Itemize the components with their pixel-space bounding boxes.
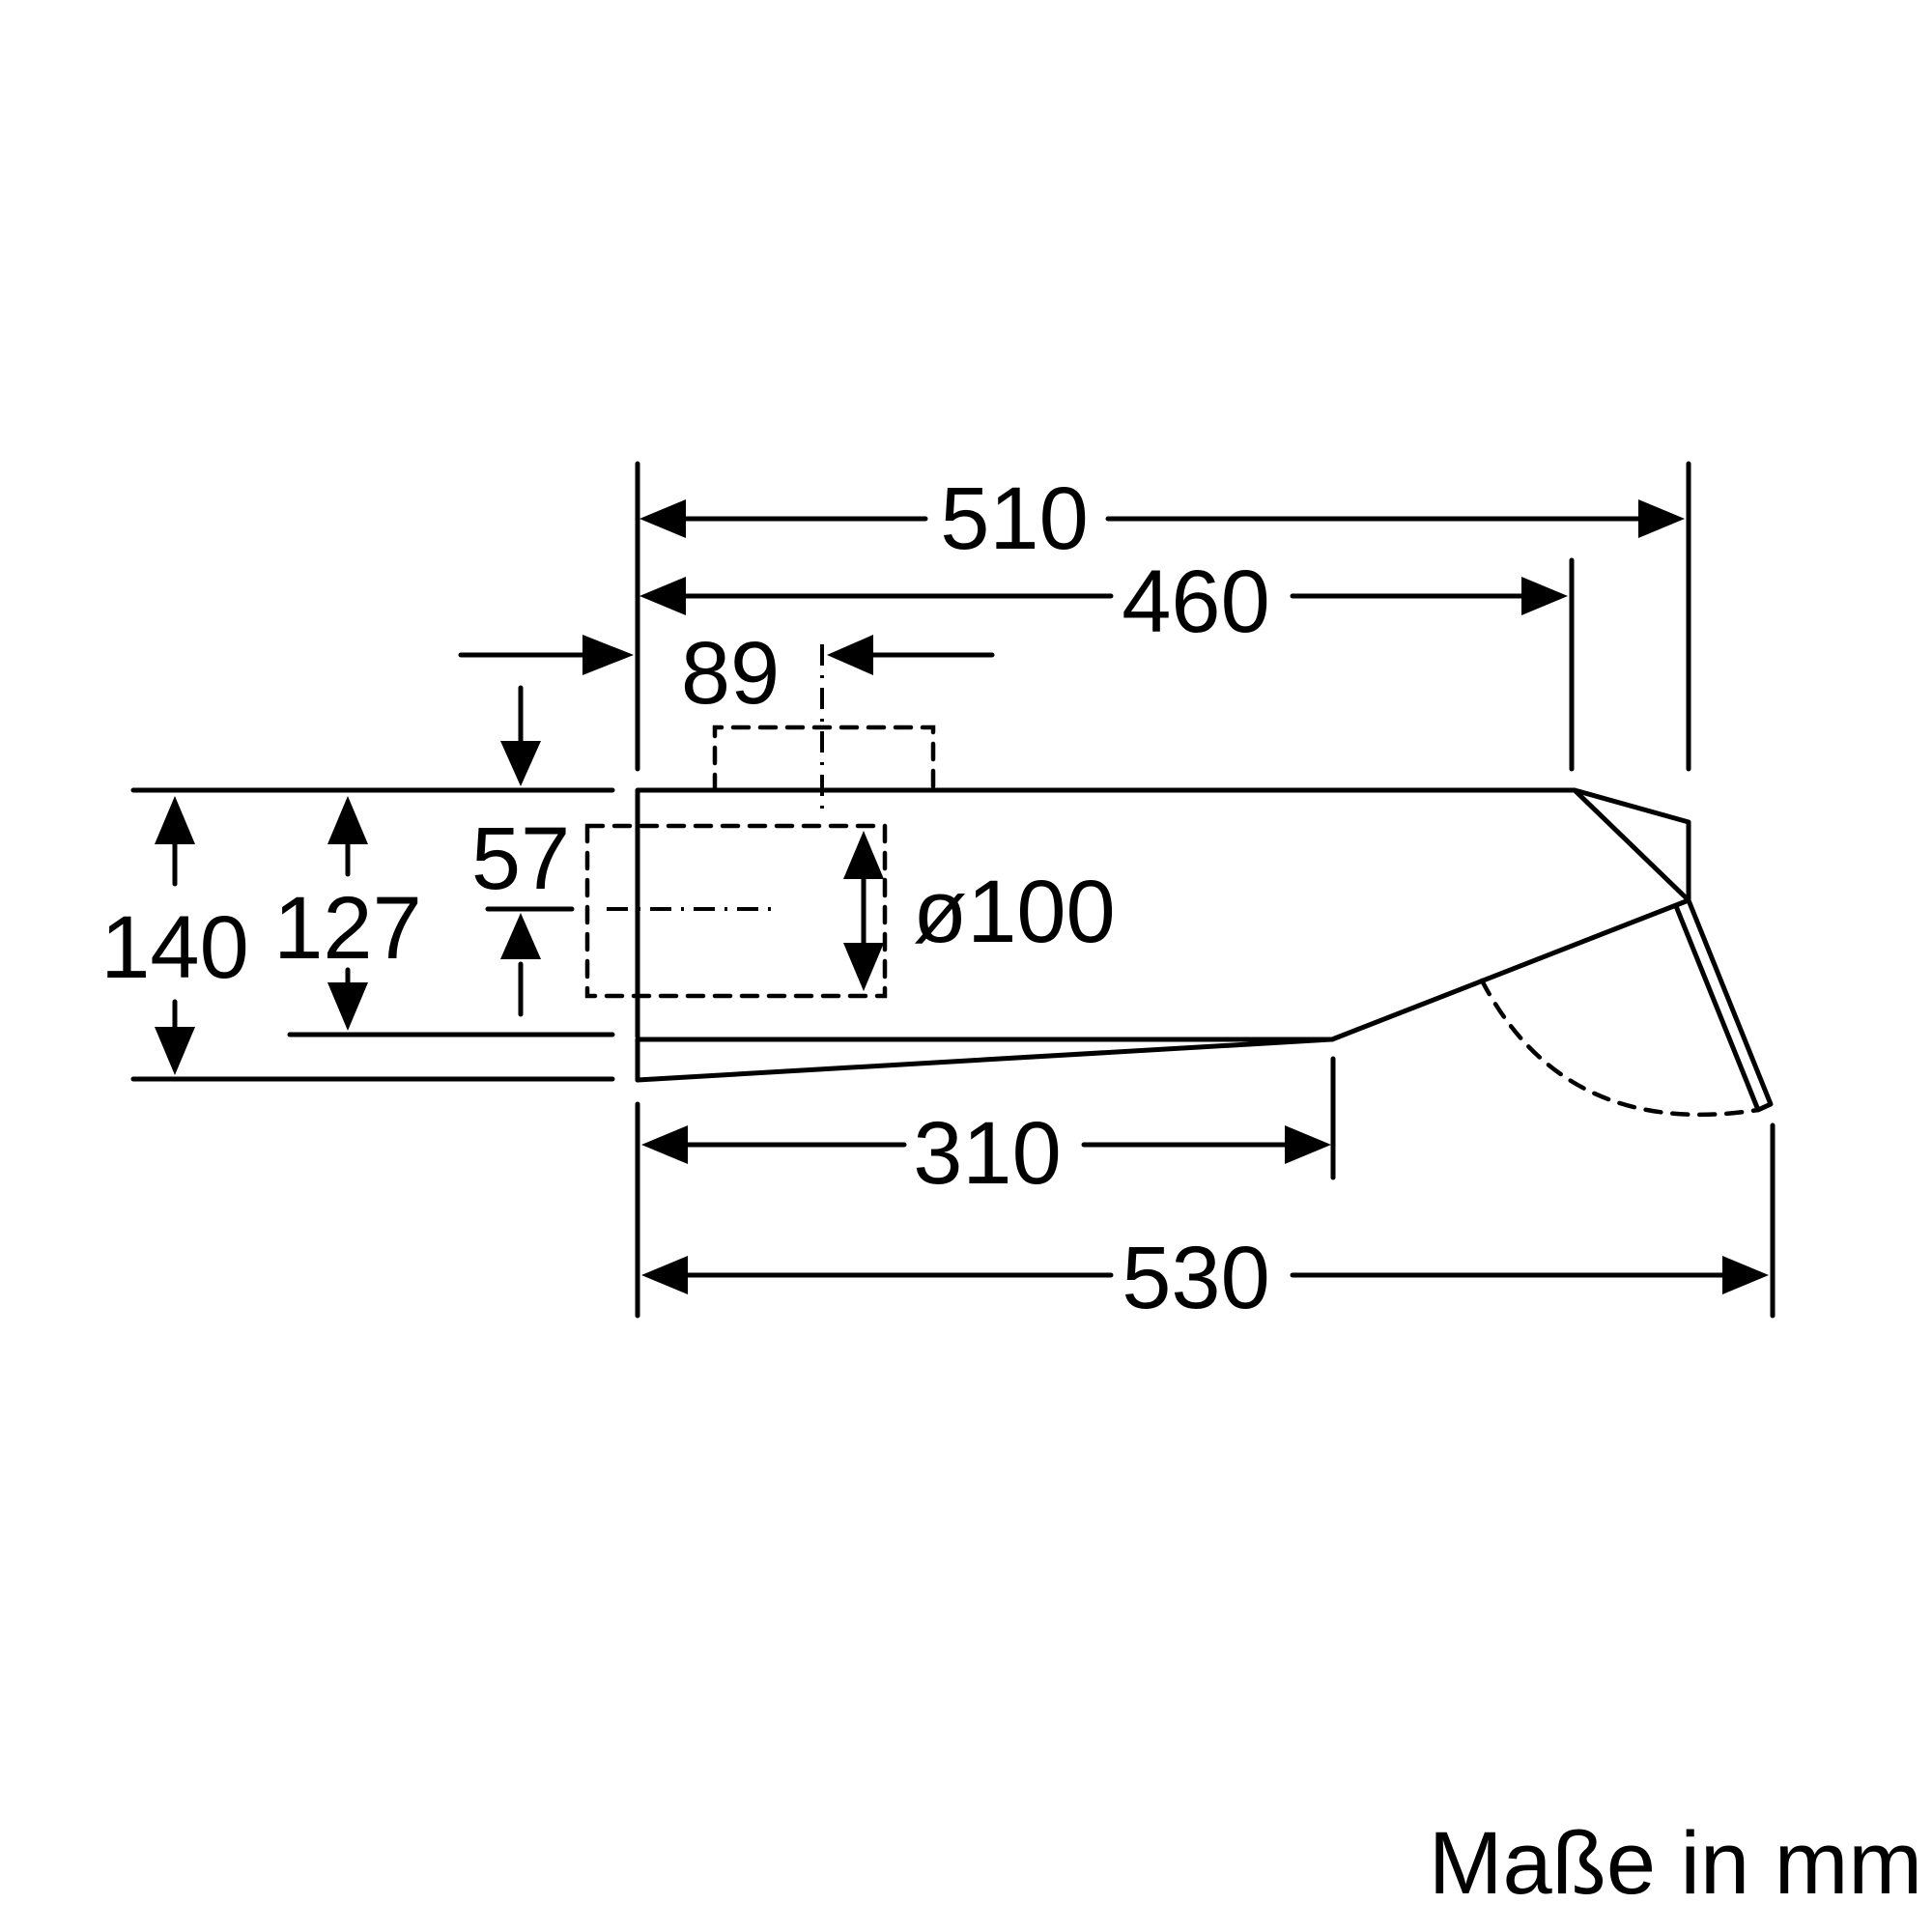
dimension-460-label: 460	[1122, 553, 1270, 651]
dimension-57: 57	[471, 685, 570, 1017]
hood-outline	[635, 787, 1774, 1118]
dimension-140: 140	[100, 796, 249, 1075]
dimension-diameter-100-label: ø100	[913, 863, 1116, 961]
dimension-diameter-100: ø100	[843, 831, 1116, 991]
dimension-310-label: 310	[913, 1104, 1062, 1203]
dimension-510-label: 510	[940, 469, 1089, 568]
dimension-530-label: 530	[1122, 1229, 1270, 1327]
dimension-127: 127	[273, 796, 422, 1031]
dimension-89-label: 89	[681, 624, 780, 723]
extension-lines	[130, 461, 1776, 1319]
exhaust-spigot	[584, 644, 936, 999]
units-label: Maße in mm	[1429, 1814, 1922, 1913]
dimension-530: 530	[641, 1229, 1769, 1327]
dimension-140-label: 140	[100, 898, 249, 997]
dimension-310: 310	[641, 1104, 1331, 1203]
dimension-460: 460	[639, 553, 1568, 651]
dimension-510: 510	[639, 469, 1685, 568]
dimension-57-label: 57	[471, 810, 570, 908]
dimension-89: 89	[458, 624, 995, 723]
dimension-127-label: 127	[273, 879, 422, 978]
